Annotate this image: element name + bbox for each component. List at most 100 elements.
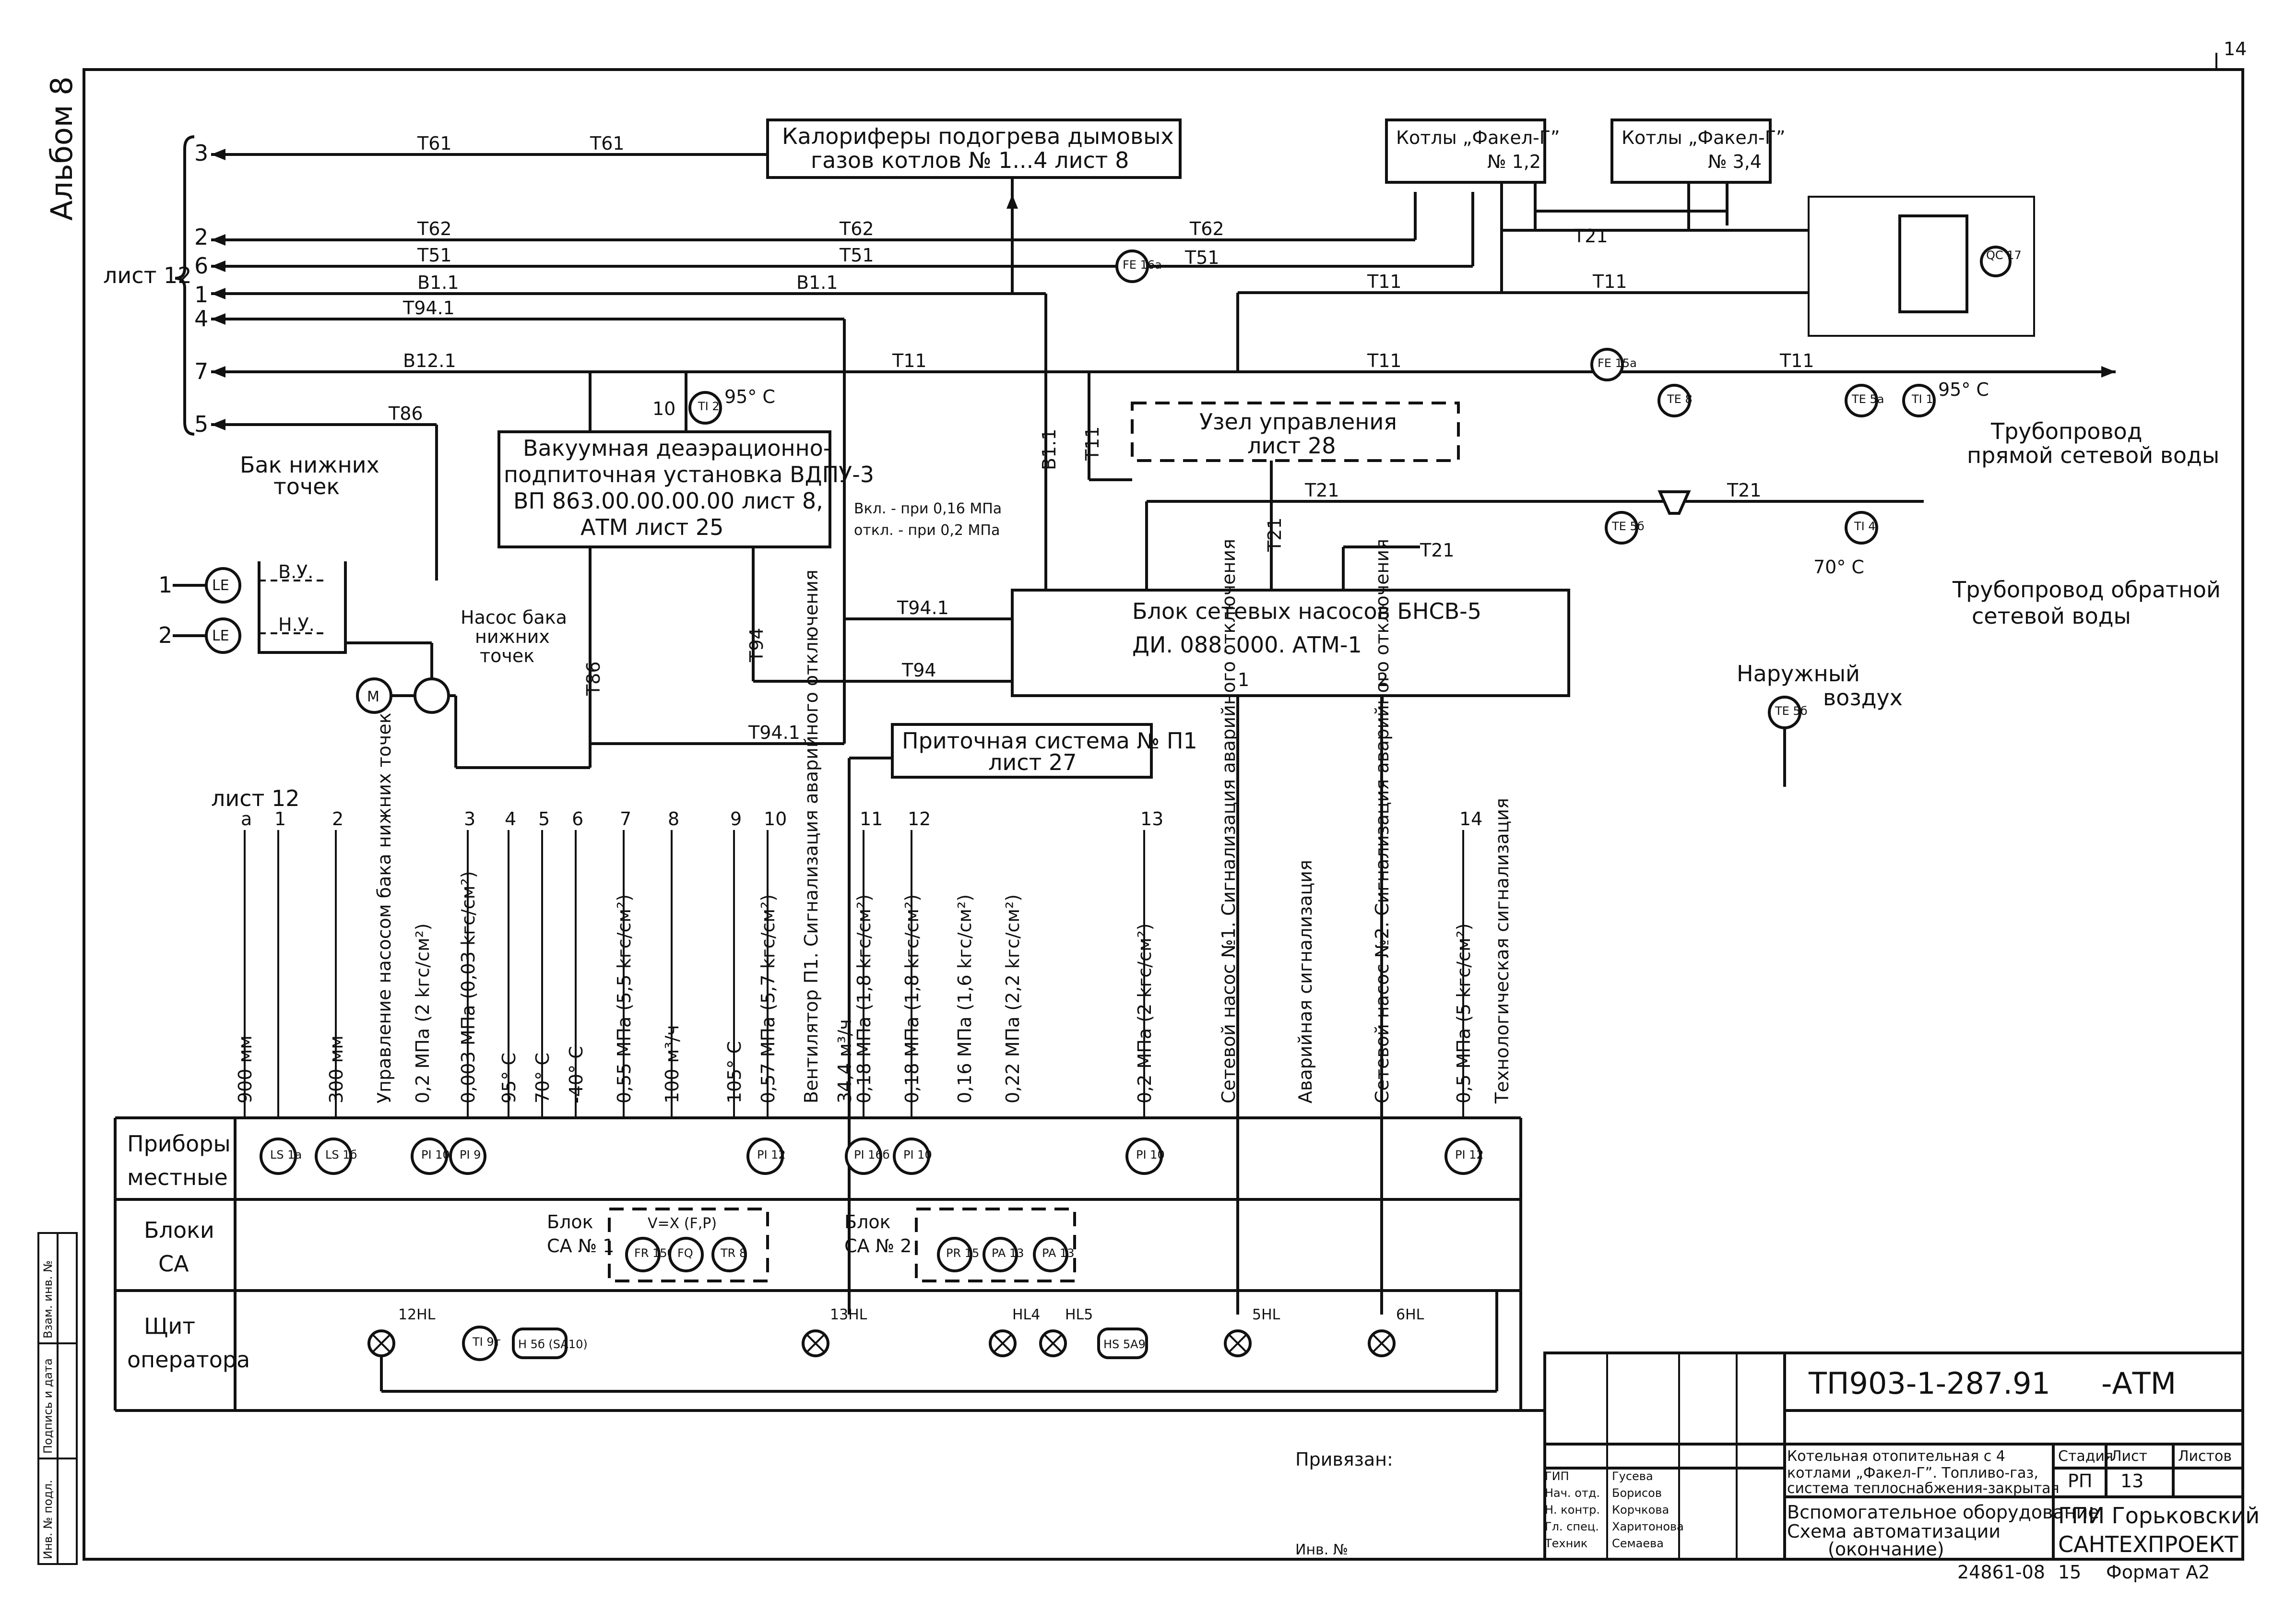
column-label: Аварийная сигнализация <box>1295 860 1316 1103</box>
ca1-instrument: FQ <box>677 1246 693 1260</box>
temp-95: 95° С <box>724 386 775 407</box>
te8-instrument: TE 8 <box>1667 392 1693 406</box>
ca2-label: СА № 2 <box>844 1235 912 1257</box>
pi-instrument: PI 10 <box>1136 1148 1165 1162</box>
pipe-label-t61: Т61 <box>590 133 625 154</box>
row-label-local: местные <box>127 1164 228 1190</box>
panel-item: 12HL <box>398 1306 436 1323</box>
column-label: 105° С <box>724 1041 745 1103</box>
qc-instrument: QC 17 <box>1986 249 2022 262</box>
column-number: а <box>241 808 252 830</box>
pi-instrument: PI 9 <box>460 1148 481 1162</box>
column-number: 7 <box>620 808 631 830</box>
outdoor-note: воздух <box>1823 685 1903 711</box>
signer-role: ГИП <box>1545 1470 1569 1483</box>
column-number: 11 <box>860 808 883 830</box>
column-number: 14 <box>1459 808 1482 830</box>
stamp-sign: Подпись и дата <box>41 1358 55 1454</box>
deaerator-label: Вакуумная деаэрационно- <box>523 435 831 461</box>
pump-title: нижних <box>475 626 550 647</box>
footer-page: 15 <box>2058 1562 2081 1583</box>
column-number: 12 <box>908 808 931 830</box>
pipe-label-t21: Т21 <box>1573 225 1608 247</box>
pressure-note: откл. - при 0,2 МПа <box>854 522 1000 539</box>
signer-name: Корчкова <box>1612 1503 1669 1517</box>
ca2-instrument: PA 13 <box>992 1246 1024 1260</box>
column-number: 3 <box>464 808 475 830</box>
line-num: 3 <box>194 140 208 166</box>
pipeline-note: сетевой воды <box>1972 603 2131 629</box>
pipe-label-t94: Т94 <box>901 660 936 681</box>
pump-block-box <box>1011 589 1570 697</box>
description: Котельная отопительная с 4 <box>1787 1448 2005 1465</box>
pipe-label-b11: В1.1 <box>1039 428 1060 470</box>
column-label: 0,18 МПа (1,8 kгс/см²) <box>901 894 923 1103</box>
boilers-34-label: Котлы „Факел-Г” <box>1622 127 1786 148</box>
drawing-frame <box>83 68 2244 1561</box>
deaerator-box <box>497 430 831 548</box>
boilers-12-label: Котлы „Факел-Г” <box>1396 127 1560 148</box>
column-label: 0,5 МПа (5 kгс/см²) <box>1453 923 1474 1103</box>
line-num: 1 <box>194 282 208 308</box>
column-number: 13 <box>1140 808 1163 830</box>
ti2-instrument: TI 2 <box>698 400 720 413</box>
panel-item: 13HL <box>830 1306 867 1323</box>
column-label: Технологическая сигнализация <box>1492 798 1513 1104</box>
ca1-instrument: FR 15б <box>634 1246 674 1260</box>
stamp-inv: Инв. № подл. <box>41 1480 55 1559</box>
supply-system-label: Приточная система № П1 <box>902 728 1197 754</box>
column-label: Сетевой насос №2. Сигнализация аварийног… <box>1372 539 1393 1103</box>
ti1-instrument: TI 1 <box>1911 392 1933 406</box>
motor-symbol: M <box>367 688 379 705</box>
pi-instrument: PI 10 <box>903 1148 932 1162</box>
pipe-label-t61: Т61 <box>417 133 452 154</box>
org-name: САНТЕХПРОЕКТ <box>2058 1531 2238 1557</box>
outdoor-note: Наружный <box>1737 661 1860 687</box>
formula: V=X (F,P) <box>648 1215 717 1232</box>
signer-role: Н. контр. <box>1545 1503 1600 1517</box>
row-label-local: Приборы <box>127 1131 231 1157</box>
pipe-label-t86: Т86 <box>388 403 423 424</box>
temp-70: 70° С <box>1813 557 1864 578</box>
pipe-label-t11: Т11 <box>1779 350 1814 371</box>
column-label: Вентилятор П1. Сигнализация аварийного о… <box>801 569 822 1103</box>
row-label-blocks: СА <box>158 1251 189 1277</box>
pump-title: точек <box>480 645 534 666</box>
row-label-panel: оператора <box>127 1347 250 1373</box>
column-label: 95° С <box>498 1053 520 1103</box>
te56-instrument: TE 5б <box>1775 704 1808 718</box>
description: котлами „Факел-Г”. Топливо-газ, <box>1787 1465 2038 1482</box>
pressure-note: Вкл. - при 0,16 МПа <box>854 500 1002 517</box>
ca1-instrument: TR 8 <box>720 1246 746 1260</box>
pipe-label-t21: Т21 <box>1264 517 1285 552</box>
pump-title: Насос бака <box>461 607 567 628</box>
column-label: 0,57 МПа (5,7 kгс/см²) <box>758 894 779 1103</box>
signer-role: Гл. спец. <box>1545 1520 1599 1533</box>
le-instrument: LE <box>212 628 229 644</box>
org-name: ГПИ Горьковский <box>2058 1503 2260 1529</box>
tank-vu: В.У. <box>278 561 313 582</box>
pipe-label-t941: Т94.1 <box>897 597 949 618</box>
signer-name: Гусева <box>1612 1470 1653 1483</box>
pipe-label-t62: Т62 <box>1189 218 1224 239</box>
svg-text:2: 2 <box>1377 669 1388 690</box>
column-number: 10 <box>764 808 787 830</box>
pipe-label-t94: Т94 <box>746 628 767 663</box>
stage-header: Стадия <box>2058 1448 2113 1465</box>
column-number: 2 <box>332 808 343 830</box>
deaerator-label: АТМ лист 25 <box>580 514 723 540</box>
panel-item: TI 9т <box>472 1335 501 1349</box>
column-label: 0,22 МПа (2,2 kгс/см²) <box>1002 894 1023 1103</box>
column-label: 70° С <box>532 1053 553 1103</box>
description: система теплоснабжения-закрытая <box>1787 1480 2060 1497</box>
pipe-label-t62: Т62 <box>417 218 452 239</box>
sheet-title: Вспомогательное оборудование <box>1787 1502 2099 1523</box>
pipe-label-t11: Т11 <box>1367 350 1402 371</box>
deaerator-label: подпиточная установка ВДПУ-3 <box>504 462 874 487</box>
svg-text:1: 1 <box>158 572 172 598</box>
panel-item: 6HL <box>1396 1306 1424 1323</box>
signer-name: Харитонова <box>1612 1520 1684 1533</box>
pipe-label-t86: Т86 <box>583 661 604 696</box>
pi-instrument: PI 16б <box>854 1148 890 1162</box>
pump-block-label: ДИ. 088. 000. АТМ-1 <box>1132 632 1362 658</box>
